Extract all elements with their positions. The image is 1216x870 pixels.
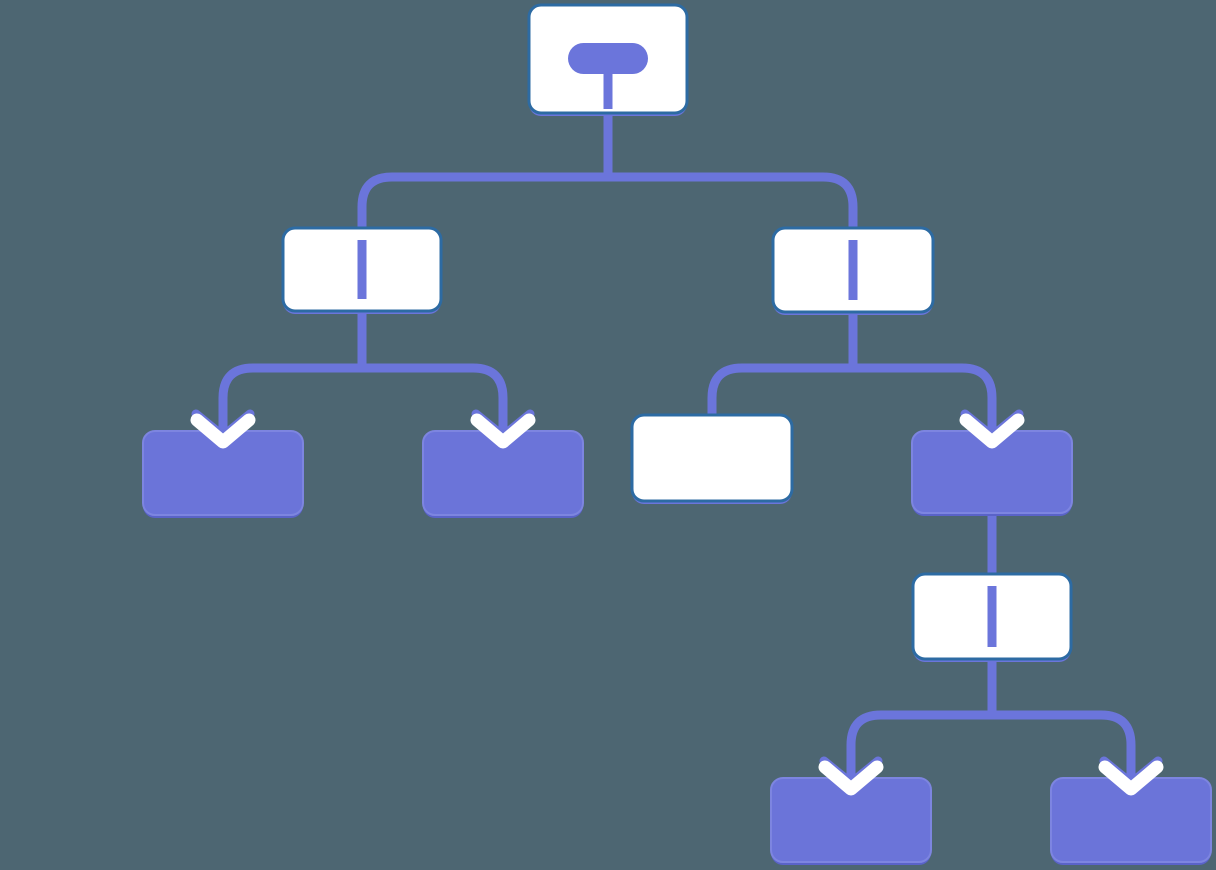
arrowhead-action-mid (959, 409, 1025, 449)
connector-branch-right-to-step-blank (707, 290, 858, 440)
connector-branch-right-to-action-mid (853, 363, 997, 436)
node-branch-right[interactable] (771, 226, 935, 315)
arrowhead-layer (190, 409, 1164, 796)
connector-root-to-branch-right (608, 172, 858, 255)
divider-line (357, 240, 367, 299)
arrow-chevron-white (470, 413, 536, 449)
start-pill-stem (603, 55, 613, 109)
arrowhead-leaf-2 (470, 409, 536, 449)
node-branch-left[interactable] (281, 226, 443, 314)
connector-split-lower-to-leaf-4 (992, 710, 1136, 783)
arrowhead-leaf-1 (190, 409, 256, 449)
node-leaf-4[interactable] (1050, 777, 1212, 865)
arrow-chevron-white (1098, 760, 1164, 796)
connector-root-to-branch-left (357, 100, 613, 255)
node-leaf-2[interactable] (422, 430, 584, 518)
white-node-body[interactable] (630, 413, 794, 503)
node-action-mid[interactable] (911, 430, 1073, 516)
node-leaf-1[interactable] (142, 430, 304, 518)
arrow-chevron-white (190, 413, 256, 449)
connector-branch-left-to-leaf-2 (362, 363, 508, 436)
start-pill-icon (568, 43, 648, 74)
connector-split-lower-to-leaf-3 (846, 645, 997, 783)
node-layer (142, 3, 1212, 865)
arrow-chevron-white (959, 413, 1025, 449)
divider-line (987, 586, 997, 647)
node-split-lower[interactable] (911, 572, 1073, 662)
node-leaf-3[interactable] (770, 777, 932, 865)
arrow-chevron-white (818, 760, 884, 796)
connector-branch-left-to-leaf-1 (218, 290, 367, 436)
node-root[interactable] (527, 3, 689, 116)
arrowhead-leaf-3 (818, 756, 884, 796)
divider-line (848, 240, 858, 300)
arrowhead-leaf-4 (1098, 756, 1164, 796)
edge-layer (218, 100, 1136, 783)
node-step-blank[interactable] (630, 413, 794, 504)
